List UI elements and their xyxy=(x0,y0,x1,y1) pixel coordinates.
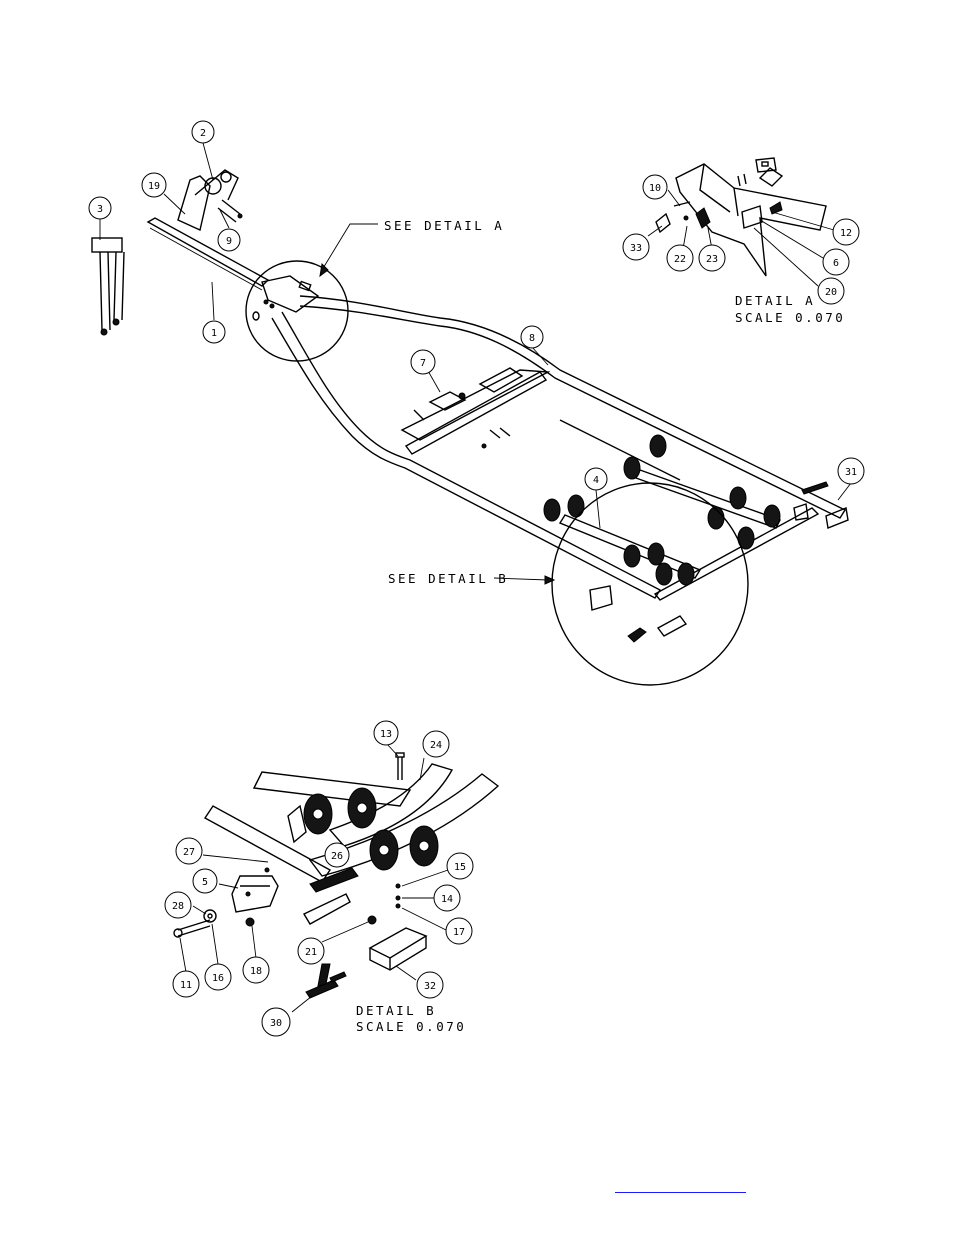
svg-text:16: 16 xyxy=(212,973,224,984)
callout-23: 23 xyxy=(698,244,726,272)
svg-text:7: 7 xyxy=(420,358,426,369)
svg-text:8: 8 xyxy=(529,333,535,344)
svg-text:31: 31 xyxy=(845,467,857,478)
callout-14: 14 xyxy=(433,884,461,912)
detail-b-leaders xyxy=(179,743,449,1013)
detail-a-circle xyxy=(245,260,349,362)
callout-27: 27 xyxy=(175,837,203,865)
callout-13: 13 xyxy=(373,720,399,746)
callout-7: 7 xyxy=(410,349,436,375)
callout-24: 24 xyxy=(422,730,450,758)
svg-text:6: 6 xyxy=(833,258,839,269)
callout-3: 3 xyxy=(88,196,112,220)
callout-26: 26 xyxy=(324,842,350,868)
leader-lines xyxy=(99,142,852,585)
svg-text:21: 21 xyxy=(305,947,317,958)
svg-text:14: 14 xyxy=(441,894,453,905)
callout-2: 2 xyxy=(191,120,215,144)
detail-a-title: DETAIL A xyxy=(735,293,815,308)
svg-text:12: 12 xyxy=(840,228,852,239)
svg-text:11: 11 xyxy=(180,980,192,991)
svg-text:4: 4 xyxy=(593,475,599,486)
callout-5: 5 xyxy=(192,868,218,894)
detail-b-title: DETAIL B xyxy=(356,1003,436,1018)
callout-9: 9 xyxy=(217,228,241,252)
callout-8: 8 xyxy=(520,325,544,349)
svg-text:18: 18 xyxy=(250,966,262,977)
detail-b-scale: SCALE 0.070 xyxy=(356,1019,466,1034)
svg-text:33: 33 xyxy=(630,243,642,254)
main-roller-set xyxy=(543,434,849,643)
detail-a-drawing xyxy=(655,157,827,277)
callout-32: 32 xyxy=(416,971,444,999)
callout-31: 31 xyxy=(837,457,865,485)
callout-11: 11 xyxy=(172,970,200,998)
svg-text:13: 13 xyxy=(380,729,392,740)
callout-1: 1 xyxy=(202,320,226,344)
svg-text:9: 9 xyxy=(226,236,232,247)
see-detail-a-label: SEE DETAIL A xyxy=(384,218,504,233)
svg-text:2: 2 xyxy=(200,128,206,139)
svg-text:20: 20 xyxy=(825,287,837,298)
callout-16: 16 xyxy=(204,963,232,991)
detail-b-drawing xyxy=(173,752,500,999)
svg-text:27: 27 xyxy=(183,847,195,858)
callout-20: 20 xyxy=(817,277,845,305)
svg-text:23: 23 xyxy=(706,254,718,265)
callout-12: 12 xyxy=(832,218,860,246)
svg-text:26: 26 xyxy=(331,851,343,862)
footer-hyperlink-underline[interactable] xyxy=(615,1182,746,1193)
callout-30: 30 xyxy=(261,1007,291,1037)
svg-text:3: 3 xyxy=(97,204,103,215)
svg-text:1: 1 xyxy=(211,328,217,339)
callout-22: 22 xyxy=(666,244,694,272)
svg-text:30: 30 xyxy=(270,1018,282,1029)
svg-text:10: 10 xyxy=(649,183,661,194)
callout-6: 6 xyxy=(822,248,850,276)
callout-15: 15 xyxy=(446,852,474,880)
callout-4: 4 xyxy=(584,467,608,491)
svg-text:22: 22 xyxy=(674,254,686,265)
svg-text:17: 17 xyxy=(453,927,465,938)
detail-b-circle xyxy=(551,482,749,686)
callout-33: 33 xyxy=(622,233,650,261)
callout-18: 18 xyxy=(242,956,270,984)
callout-28: 28 xyxy=(164,891,192,919)
callout-21: 21 xyxy=(297,937,325,965)
svg-text:32: 32 xyxy=(424,981,436,992)
svg-text:28: 28 xyxy=(172,901,184,912)
callout-10: 10 xyxy=(642,174,668,200)
svg-text:24: 24 xyxy=(430,740,442,751)
svg-text:5: 5 xyxy=(202,877,208,888)
winch-stand xyxy=(177,169,243,231)
svg-text:19: 19 xyxy=(148,181,160,192)
winch-assembly xyxy=(400,367,551,449)
svg-text:15: 15 xyxy=(454,862,466,873)
callout-17: 17 xyxy=(445,917,473,945)
callout-19: 19 xyxy=(141,172,167,198)
detail-a-scale: SCALE 0.070 xyxy=(735,310,845,325)
winch-strap xyxy=(91,237,125,336)
trailer-frame xyxy=(146,217,847,601)
see-detail-b-label: SEE DETAIL B xyxy=(388,571,508,586)
